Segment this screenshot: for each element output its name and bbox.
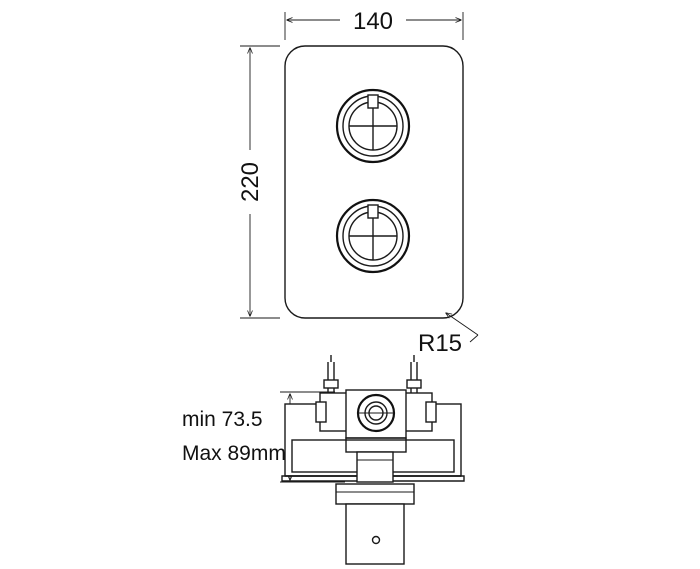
depth-max-label: Max 89mm — [182, 442, 286, 465]
lower-control-knob — [335, 198, 411, 274]
left-mounting-stud — [323, 355, 339, 395]
radius-callout: R15 — [418, 313, 479, 357]
front-view: 140 220 R15 — [232, 6, 479, 357]
cover-plate — [284, 45, 464, 319]
valve-body — [315, 389, 437, 453]
depth-min-label: min 73.5 — [182, 408, 263, 431]
side-view: min 73.5 Max 89mm — [182, 355, 465, 565]
width-dimension: 140 — [284, 6, 464, 40]
height-dimension: 220 — [232, 45, 280, 319]
cartridge-stem — [335, 451, 415, 565]
width-label: 140 — [353, 8, 393, 35]
right-mounting-stud — [406, 355, 422, 395]
radius-label: R15 — [418, 330, 462, 357]
upper-control-knob — [335, 88, 411, 164]
height-label: 220 — [237, 162, 264, 202]
